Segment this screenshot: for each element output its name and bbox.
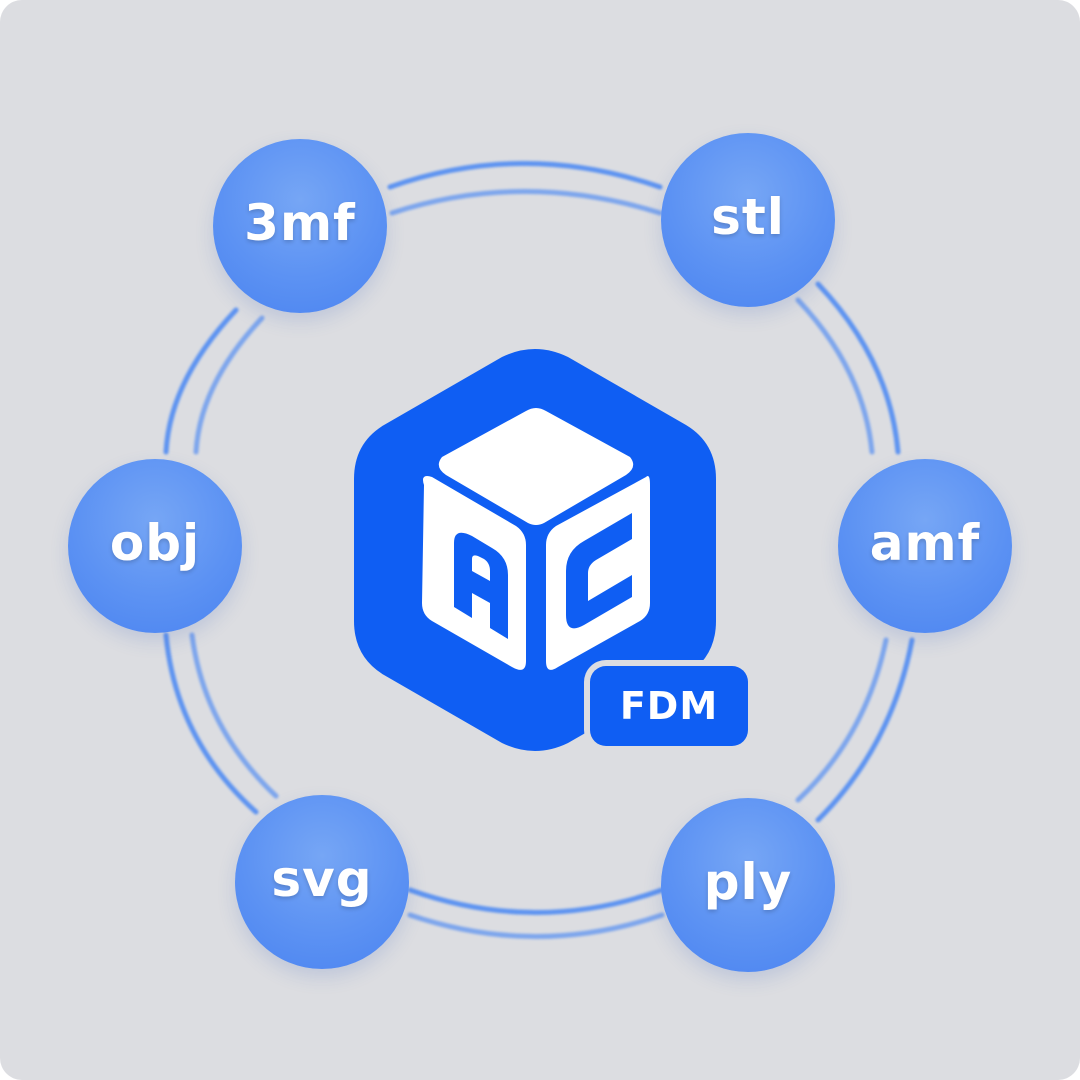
format-label: amf: [869, 514, 981, 572]
cube-ac-logo-icon: [354, 349, 716, 751]
format-node-3mf: 3mf: [213, 139, 387, 313]
fdm-badge-label: FDM: [619, 684, 719, 728]
format-node-obj: obj: [68, 459, 242, 633]
format-label: 3mf: [244, 194, 356, 252]
format-label: obj: [109, 514, 201, 572]
cube-left-face-A: [422, 476, 526, 670]
format-node-stl: stl: [661, 133, 835, 307]
cube-right-face-C: [546, 476, 650, 670]
fdm-badge: FDM: [590, 666, 748, 746]
cube-top-face: [438, 408, 634, 525]
format-node-ply: ply: [661, 798, 835, 972]
format-node-svg: svg: [235, 795, 409, 969]
format-label: stl: [711, 188, 785, 246]
format-label: svg: [271, 850, 373, 908]
format-node-amf: amf: [838, 459, 1012, 633]
format-label: ply: [703, 853, 793, 911]
logo-hexagon: [354, 349, 716, 751]
